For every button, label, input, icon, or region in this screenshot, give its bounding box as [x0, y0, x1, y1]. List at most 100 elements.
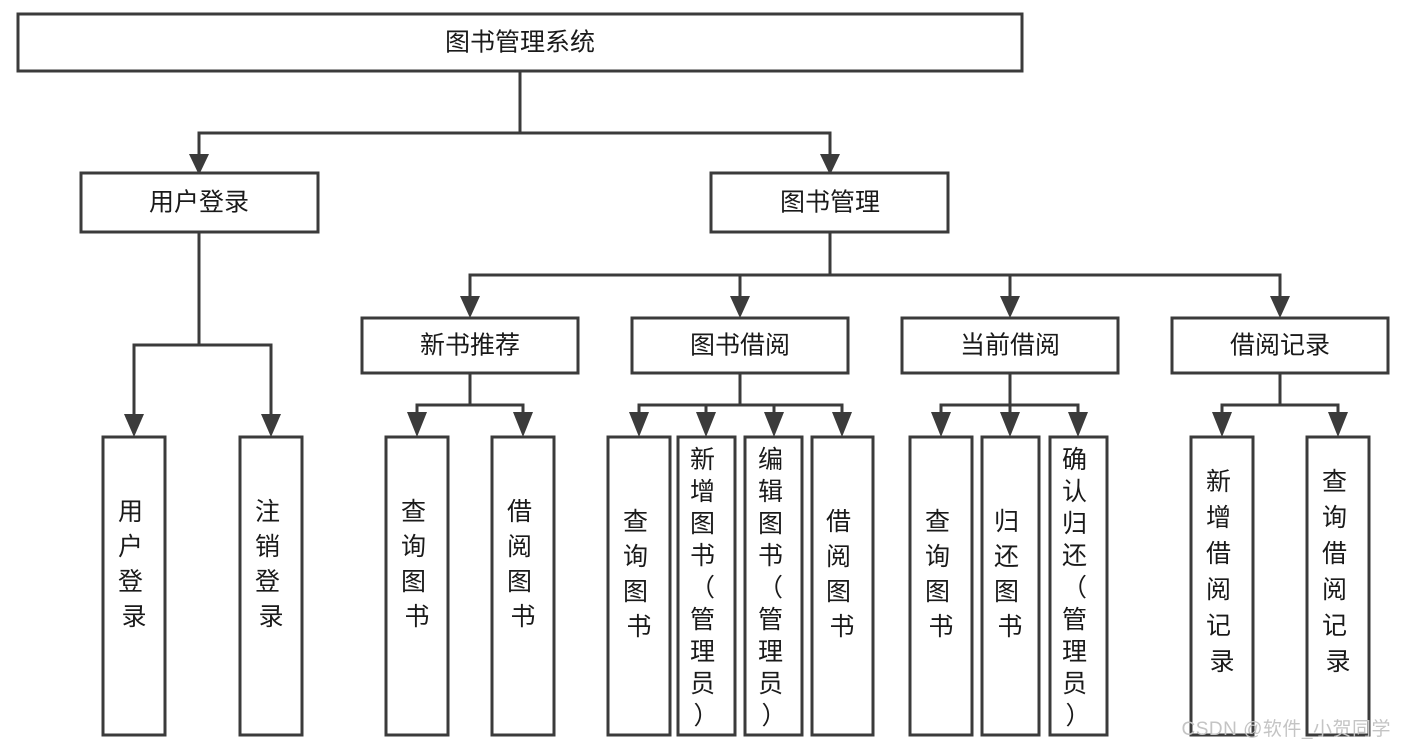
leaf-return-books-box[interactable]: [980, 435, 1041, 737]
leaf-char: 用: [118, 498, 143, 526]
connector-layer: [124, 69, 1348, 437]
leaf-query-borrow-record-box[interactable]: [1305, 435, 1371, 737]
leaf-char: 员: [758, 670, 783, 698]
leaf-char: 增: [690, 478, 715, 506]
node-root-label: 图书管理系统: [445, 29, 595, 57]
leaf-char: 还: [994, 543, 1019, 571]
leaf-char: （: [1062, 574, 1087, 602]
arrowhead-bookmgmt-record: [1270, 296, 1290, 318]
leaf-logout-label: 注 销 登 录: [255, 498, 287, 631]
leaf-query-books-borrow[interactable]: 查 询 图 书: [606, 435, 672, 737]
leaf-char: 书: [997, 613, 1022, 641]
node-current-borrow[interactable]: 当前借阅: [900, 316, 1120, 375]
node-book-management[interactable]: 图书管理: [709, 171, 950, 234]
node-root-box[interactable]: [16, 12, 1024, 73]
arrowhead-borrow-l2: [696, 412, 716, 437]
leaf-user-login-label: 用 户 登 录: [118, 498, 150, 631]
leaf-char: 阅: [826, 543, 851, 571]
leaf-char: 询: [925, 543, 950, 571]
arrowhead-bookmgmt-current: [1000, 296, 1020, 318]
leaf-char: 录: [1209, 648, 1234, 676]
node-book-borrow[interactable]: 图书借阅: [630, 316, 850, 375]
node-user-login[interactable]: 用户登录: [79, 171, 320, 234]
leaf-char: 图: [994, 578, 1019, 606]
leaf-add-book-admin-label: 新 增 图 书 （ 管 理 员 ）: [690, 446, 722, 730]
leaf-char: 管: [758, 606, 783, 634]
leaf-char: 注: [255, 498, 280, 526]
leaf-query-books-new-label: 查 询 图 书: [401, 498, 433, 631]
leaf-char: 归: [1062, 510, 1087, 538]
leaf-char: （: [758, 574, 783, 602]
leaf-char: 询: [623, 543, 648, 571]
leaf-char: 询: [1322, 504, 1347, 532]
leaf-borrow-books-new-box[interactable]: [490, 435, 556, 737]
arrowhead-record-l1: [1212, 412, 1232, 437]
leaf-char: ）: [693, 702, 718, 730]
leaf-char: 编: [758, 446, 783, 474]
node-user-login-box[interactable]: [79, 171, 320, 234]
leaf-confirm-return-admin-label: 确 认 归 还 （ 管 理 员 ）: [1062, 446, 1094, 730]
leaf-char: 新: [690, 446, 715, 474]
leaf-char: 书: [626, 613, 651, 641]
leaf-borrow-books-new-label: 借 阅 图 书: [507, 498, 539, 631]
leaf-char: 书: [829, 613, 854, 641]
leaf-add-borrow-record-box[interactable]: [1189, 435, 1255, 737]
leaf-query-books-borrow-label: 查 询 图 书: [623, 508, 655, 641]
leaf-char: 借: [1322, 540, 1347, 568]
leaf-query-books-current[interactable]: 查 询 图 书: [908, 435, 974, 737]
arrowhead-current-l1: [931, 412, 951, 437]
leaf-char: 员: [1062, 670, 1087, 698]
leaf-borrow-books-borrow-box[interactable]: [810, 435, 875, 737]
node-book-borrow-box[interactable]: [630, 316, 850, 375]
leaf-query-books-new-box[interactable]: [384, 435, 450, 737]
node-new-book-recommend-box[interactable]: [360, 316, 580, 375]
leaf-char: 借: [826, 508, 851, 536]
leaf-char: 增: [1206, 504, 1231, 532]
leaf-confirm-return-admin[interactable]: 确 认 归 还 （ 管 理 员 ）: [1048, 435, 1109, 737]
leaf-char: 图: [507, 568, 532, 596]
leaf-query-books-current-box[interactable]: [908, 435, 974, 737]
leaf-borrow-books-borrow[interactable]: 借 阅 图 书: [810, 435, 875, 737]
leaf-char: 图: [925, 578, 950, 606]
leaf-return-books[interactable]: 归 还 图 书: [980, 435, 1041, 737]
leaf-query-borrow-record[interactable]: 查 询 借 阅 记 录: [1305, 435, 1371, 737]
leaf-char: 阅: [1322, 576, 1347, 604]
arrowhead-borrow-l4: [832, 412, 852, 437]
node-borrow-record-box[interactable]: [1170, 316, 1390, 375]
node-root[interactable]: 图书管理系统: [16, 12, 1024, 73]
leaf-char: 管: [1062, 606, 1087, 634]
node-book-management-box[interactable]: [709, 171, 950, 234]
node-new-book-recommend-label: 新书推荐: [420, 332, 520, 360]
node-user-login-label: 用户登录: [149, 189, 249, 217]
leaf-char: 借: [507, 498, 532, 526]
leaf-add-borrow-record[interactable]: 新 增 借 阅 记 录: [1189, 435, 1255, 737]
leaf-char: 登: [255, 568, 280, 596]
leaf-char: 查: [401, 498, 426, 526]
leaf-borrow-books-new[interactable]: 借 阅 图 书: [490, 435, 556, 737]
leaf-char: 户: [118, 533, 143, 561]
leaf-user-login-box[interactable]: [101, 435, 167, 737]
leaf-char: 认: [1062, 478, 1087, 506]
leaf-query-books-current-label: 查 询 图 书: [925, 508, 957, 641]
leaf-char: 确: [1062, 446, 1087, 474]
leaf-char: 员: [690, 670, 715, 698]
leaf-confirm-return-admin-box[interactable]: [1048, 435, 1109, 737]
leaf-edit-book-admin-box[interactable]: [743, 435, 804, 737]
leaf-user-login[interactable]: 用 户 登 录: [101, 435, 167, 737]
leaf-logout[interactable]: 注 销 登 录: [238, 435, 304, 737]
leaf-query-books-new[interactable]: 查 询 图 书: [384, 435, 450, 737]
leaf-add-book-admin[interactable]: 新 增 图 书 （ 管 理 员 ）: [676, 435, 737, 737]
leaf-add-book-admin-box[interactable]: [676, 435, 737, 737]
leaf-char: 查: [925, 508, 950, 536]
arrowhead-bookmgmt-new: [460, 296, 480, 318]
node-borrow-record[interactable]: 借阅记录: [1170, 316, 1390, 375]
leaf-edit-book-admin[interactable]: 编 辑 图 书 （ 管 理 员 ）: [743, 435, 804, 737]
leaf-char: 辑: [758, 478, 783, 506]
leaf-query-books-borrow-box[interactable]: [606, 435, 672, 737]
leaf-char: 理: [758, 638, 783, 666]
leaf-logout-box[interactable]: [238, 435, 304, 737]
leaf-char: 销: [255, 533, 280, 561]
node-current-borrow-box[interactable]: [900, 316, 1120, 375]
node-new-book-recommend[interactable]: 新书推荐: [360, 316, 580, 375]
